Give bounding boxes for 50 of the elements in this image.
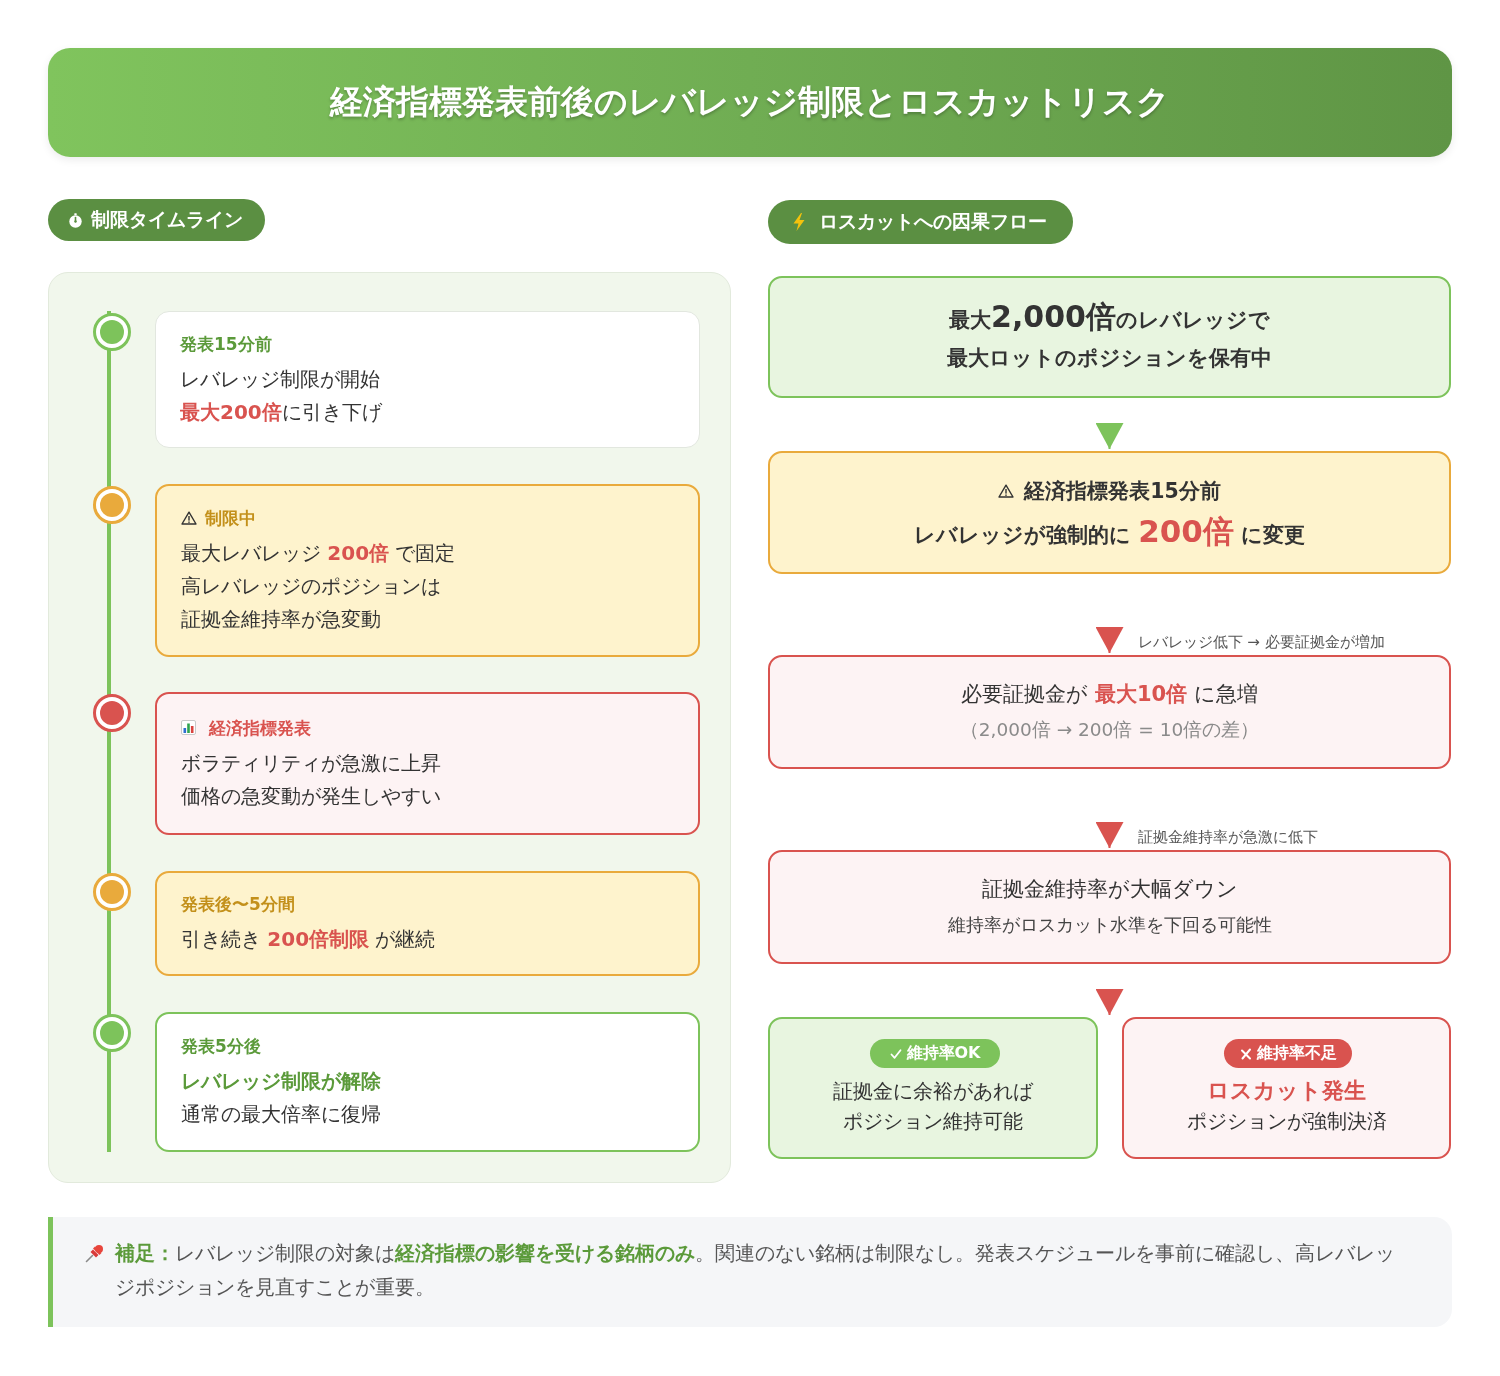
card-text: レバレッジ制限が解除 <box>181 1068 382 1095</box>
flow-text: 最大ロットのポジションを保有中 <box>947 344 1272 372</box>
timeline-card <box>155 311 700 448</box>
card-text: 最大レバレッジ 200倍 で固定 <box>181 540 457 567</box>
flow-text: ポジション維持可能 <box>843 1109 1023 1135</box>
section-title: ロスカットへの因果フロー <box>819 209 1047 234</box>
card-text: 引き続き 200倍制限 が継続 <box>181 926 437 953</box>
flow-text: 必要証拠金が 最大10倍 に急増 <box>961 681 1258 708</box>
diagram-title: 経済指標発表前後のレバレッジ制限とロスカットリスク <box>330 81 1170 123</box>
status-badge <box>1224 1039 1352 1068</box>
card-text: 高レバレッジのポジションは <box>181 573 442 600</box>
flow-box <box>768 451 1451 574</box>
card-text: ボラティリティが急激に上昇 <box>181 749 442 777</box>
card-text: 通常の最大倍率に復帰 <box>181 1101 382 1128</box>
card-text: レバレッジ制限が開始 <box>180 365 381 393</box>
card-text: 最大200倍に引き下げ <box>180 398 383 426</box>
timeline-card <box>155 692 700 835</box>
status-label: 維持率不足 <box>1256 1043 1337 1064</box>
flow-text: 最大2,000倍のレバレッジで <box>949 297 1270 336</box>
section-title: 制限タイムライン <box>91 207 243 232</box>
timeline-card <box>155 871 700 976</box>
flow-box <box>768 276 1451 398</box>
flow-text: （2,000倍 → 200倍 = 10倍の差） <box>959 718 1260 742</box>
flow-box <box>1122 1017 1451 1159</box>
flow-text: ロスカット発生 <box>1207 1077 1366 1105</box>
time-label: 発表後〜5分間 <box>181 893 296 916</box>
timeline-card <box>155 1012 700 1152</box>
flow-box <box>768 655 1451 769</box>
timeline-card <box>155 484 700 657</box>
timeline-panel <box>48 272 731 1183</box>
note-text: 補足：レバレッジ制限の対象は経済指標の影響を受ける銘柄のみ。関連のない銘柄は制限なし。発表スケジュールを事前に確認し、高レバレッジポジションを見直すことが重要。 <box>115 1241 1396 1301</box>
card-text: 価格の急変動が発生しやすい <box>181 782 442 810</box>
card-text: 証拠金維持率が急変動 <box>181 606 382 633</box>
note-box <box>48 1217 1452 1327</box>
time-label: 発表15分前 <box>180 332 273 356</box>
section-header <box>768 200 1073 244</box>
section-header <box>48 199 265 241</box>
flow-box <box>768 850 1451 964</box>
flow-text: 経済指標発表15分前 <box>1024 477 1221 505</box>
flow-text: 維持率がロスカット水準を下回る可能性 <box>947 913 1272 937</box>
status-label: 維持率OK <box>906 1043 981 1064</box>
flow-box <box>768 1017 1098 1159</box>
time-label: 発表5分後 <box>181 1035 262 1058</box>
status-badge <box>870 1039 1000 1068</box>
time-label: 制限中 <box>205 507 256 530</box>
flow-text: 証拠金維持率が大幅ダウン <box>981 876 1238 903</box>
flow-text: レバレッジが強制的に 200倍 に変更 <box>914 511 1305 551</box>
time-label: 経済指標発表 <box>209 716 311 740</box>
flow-text: ポジションが強制決済 <box>1186 1109 1387 1135</box>
flow-text: 証拠金に余裕があれば <box>833 1079 1033 1105</box>
